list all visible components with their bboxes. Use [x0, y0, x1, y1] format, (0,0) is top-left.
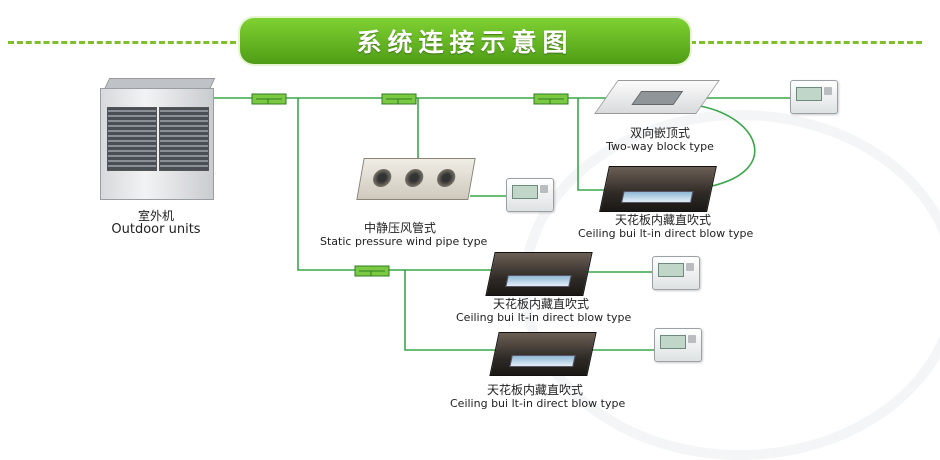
pipe-network [212, 93, 790, 351]
outdoor-unit-icon [100, 78, 216, 200]
ceiling-1-label: 天花板内藏直吹式 Ceiling bui lt-in direct blow t… [578, 213, 754, 241]
ceiling-1-label-en: Ceiling bui lt-in direct blow type [578, 227, 754, 240]
remote-controller-icon [506, 178, 554, 212]
ceiling-3-label-en: Ceiling bui lt-in direct blow type [450, 397, 626, 410]
title-banner: 系统连接示意图 [240, 18, 690, 64]
ceiling-1-label-zh: 天花板内藏直吹式 [614, 213, 711, 227]
ceiling-unit-icon [489, 332, 597, 376]
two-way-label-en: Two-way block type [606, 140, 714, 153]
page-title: 系统连接示意图 [356, 28, 574, 57]
branch-joint-icon [381, 93, 417, 105]
ceiling-3-label-zh: 天花板内藏直吹式 [486, 383, 583, 397]
ceiling-3-label: 天花板内藏直吹式 Ceiling bui lt-in direct blow t… [450, 383, 626, 411]
static-pipe-label-zh: 中静压风管式 [363, 221, 436, 235]
ceiling-unit-icon [485, 252, 593, 296]
branch-joints [251, 93, 569, 277]
ceiling-unit-icon [599, 166, 717, 212]
branch-joint-icon [251, 93, 287, 105]
two-way-label: 双向嵌顶式 Two-way block type [600, 126, 720, 154]
ceiling-2-label: 天花板内藏直吹式 Ceiling bui lt-in direct blow t… [456, 297, 632, 325]
branch-joint-icon [354, 265, 390, 277]
remote-controller-icon [654, 328, 702, 362]
static-pipe-label-en: Static pressure wind pipe type [320, 235, 488, 248]
two-way-label-zh: 双向嵌顶式 [629, 126, 690, 140]
header-dash-right [690, 41, 922, 44]
remote-controller-icon [652, 256, 700, 290]
branch-joint-icon [533, 93, 569, 105]
outdoor-unit-label: 室外机 Outdoor units [100, 209, 212, 237]
outdoor-label-en: Outdoor units [111, 222, 201, 237]
header-dash-left [8, 41, 236, 44]
static-pipe-label: 中静压风管式 Static pressure wind pipe type [320, 221, 488, 249]
ceiling-2-label-zh: 天花板内藏直吹式 [492, 297, 589, 311]
duct-unit-icon [356, 158, 476, 200]
remote-controller-icon [790, 80, 838, 114]
outdoor-label-zh: 室外机 [137, 209, 174, 223]
ceiling-2-label-en: Ceiling bui lt-in direct blow type [456, 311, 632, 324]
